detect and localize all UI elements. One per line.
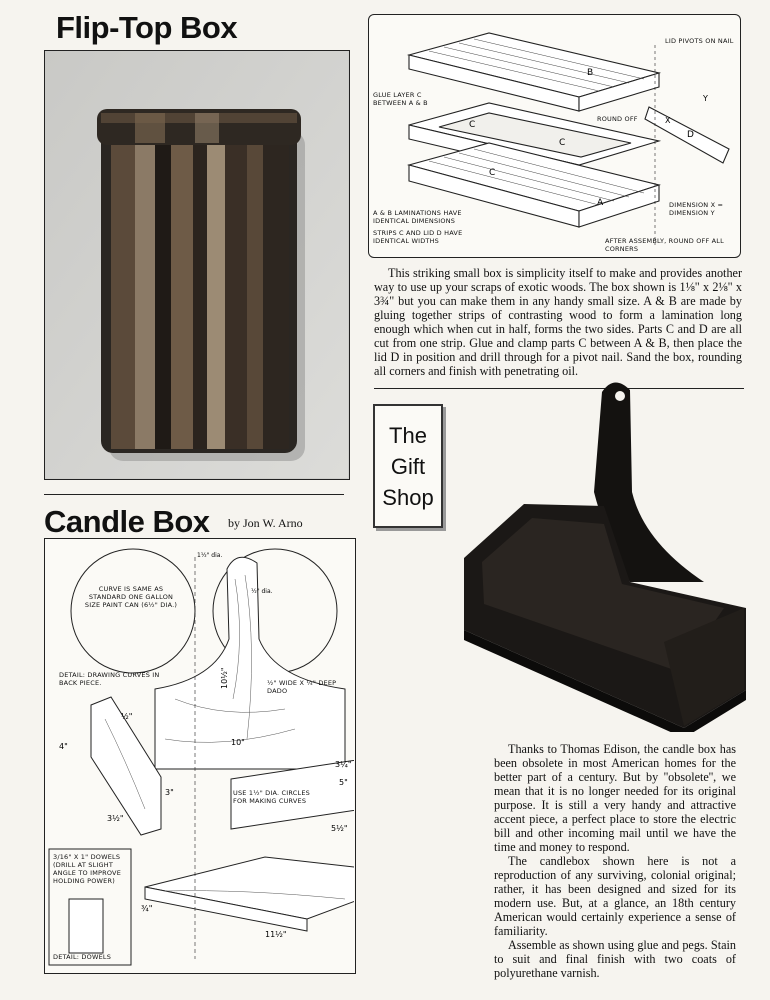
flip-top-box-description: This striking small box is simplicity it…: [374, 266, 742, 378]
candle-box-byline: by Jon W. Arno: [228, 516, 303, 530]
section-divider-right: [374, 388, 744, 389]
label-glue-layer: Glue layer C between A & B: [373, 91, 428, 107]
label-round-off: Round off: [597, 115, 638, 123]
dim-4: 4": [59, 742, 68, 751]
dim-three-quarter: ¾": [141, 904, 152, 913]
dim-3: 3": [165, 788, 174, 797]
label-circles-note: Use 1½" dia. circles for making curves: [233, 789, 310, 805]
dim-11-half: 11½": [265, 930, 287, 939]
candle-box-image: [464, 382, 746, 738]
dim-5: 5": [339, 778, 348, 787]
gift-shop-line-3: Shop: [382, 485, 434, 510]
label-dado: ½" wide x ¼" deep dado: [267, 679, 337, 695]
flip-top-exploded-drawing: B C C C A D Y X: [406, 32, 730, 245]
dim-half-dia: ½" dia.: [251, 588, 273, 595]
gift-shop-line-2: Gift: [390, 454, 426, 479]
flip-top-box-title: Flip-Top Box: [56, 10, 238, 45]
flip-top-box-photo: [44, 50, 350, 480]
label-part-x: X: [665, 116, 671, 125]
flip-top-box-diagram: B C C C A D Y X Lid pivots on nail Glue …: [368, 14, 741, 258]
label-after-assembly: After assembly, round off all corners: [605, 237, 724, 253]
label-part-y: Y: [702, 94, 708, 103]
label-part-d: D: [687, 130, 694, 140]
candle-box-article: Thanks to Thomas Edison, the candle box …: [494, 742, 736, 980]
dim-3-half: 3½": [107, 814, 124, 823]
gift-shop-box: The Gift Shop: [373, 404, 443, 528]
label-part-b: B: [587, 68, 593, 78]
label-part-c-1: C: [469, 120, 475, 130]
label-detail-dowels: Detail: Dowels: [53, 953, 112, 961]
candle-box-title: Candle Box: [44, 504, 210, 539]
label-curve-note: Curve is same as standard one gallon siz…: [84, 585, 178, 609]
flip-top-box-image: [45, 51, 348, 478]
label-laminations: A & B laminations have identical dimensi…: [373, 209, 462, 225]
label-dimension-xy: Dimension X = Dimension Y: [669, 201, 724, 217]
gift-shop-line-1: The: [389, 423, 427, 448]
candle-box-diagram: 10½" 10" 4" 3" 3½" ½" 3¼" 5½" 11½" ¾" 1½…: [44, 538, 456, 974]
dim-3-quarter: 3¼": [335, 760, 352, 769]
candle-box-paragraph-1: Thanks to Thomas Edison, the candle box …: [494, 742, 736, 854]
section-divider-left: [44, 494, 344, 495]
label-strips: Strips C and lid D have identical widths: [373, 229, 463, 245]
label-detail-curves: Detail: Drawing curves in back piece.: [59, 671, 160, 687]
label-part-c-3: C: [489, 168, 495, 178]
candle-box-paragraph-3: Assemble as shown using glue and pegs. S…: [494, 938, 736, 980]
dim-10: 10": [231, 738, 245, 747]
dim-5-half: 5½": [331, 824, 348, 833]
label-lid-pivots: Lid pivots on nail: [665, 37, 734, 45]
label-part-c-2: C: [559, 138, 565, 148]
dim-half: ½": [121, 712, 132, 721]
candle-box-photo: [454, 372, 750, 738]
label-part-a: A: [597, 198, 604, 208]
dim-10-half: 10½": [220, 667, 229, 689]
dim-1-half-dia: 1½" dia.: [197, 552, 222, 559]
candle-box-paragraph-2: The candlebox shown here is not a reprod…: [494, 854, 736, 938]
candle-box-exploded-drawing: 10½" 10" 4" 3" 3½" ½" 3¼" 5½" 11½" ¾" 1½…: [48, 548, 456, 966]
label-dowels-note: 3/16" x 1" dowels (drill at slight angle…: [53, 853, 122, 885]
